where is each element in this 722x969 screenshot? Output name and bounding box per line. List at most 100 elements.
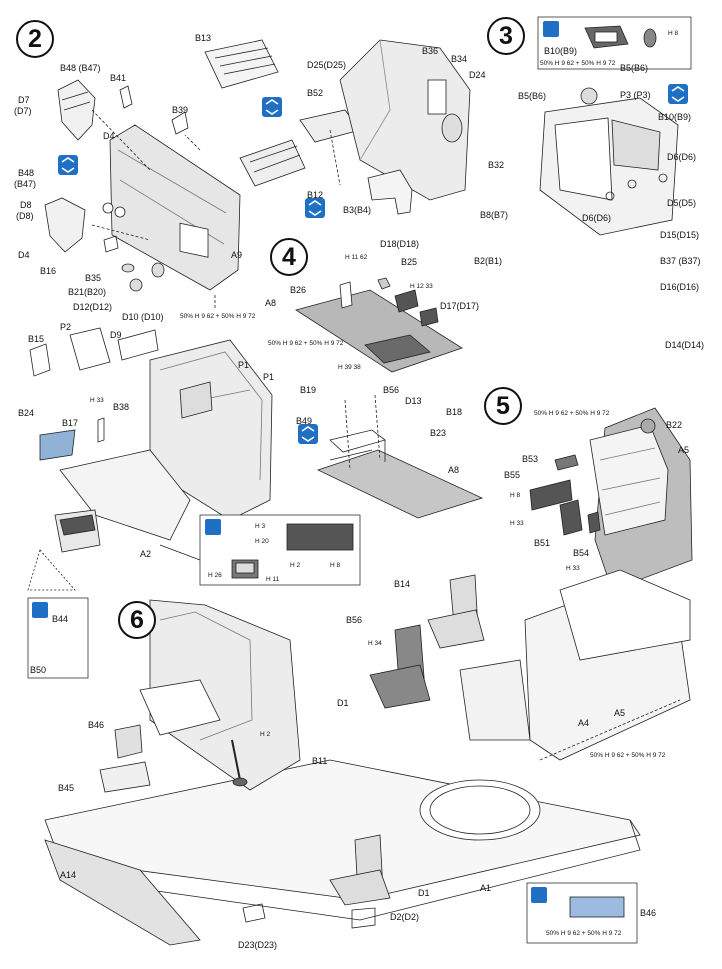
part-label: (B47) bbox=[14, 179, 37, 189]
part-label: D13 bbox=[405, 396, 422, 406]
part-label: A14 bbox=[60, 870, 77, 880]
part-label: B21(B20) bbox=[68, 287, 107, 297]
part-label: D8 bbox=[20, 200, 32, 210]
step-2-lower-drawing bbox=[27, 327, 273, 591]
step-number-4: 4 bbox=[270, 238, 308, 276]
paint-callout: H 33 bbox=[566, 565, 580, 572]
paint-mix-callout: 50% H 9 62 + 50% H 9 72 bbox=[540, 60, 616, 67]
part-label: D4 bbox=[103, 131, 115, 141]
part-label: B3(B4) bbox=[343, 205, 372, 215]
part-label: B22 bbox=[666, 420, 683, 430]
part-label: B19 bbox=[300, 385, 317, 395]
tip-boxes bbox=[27, 597, 638, 944]
rotate-icons bbox=[58, 84, 688, 444]
step-number-5: 5 bbox=[484, 387, 522, 425]
paint-callout: H 11 bbox=[266, 576, 280, 583]
part-label: B14 bbox=[394, 579, 411, 589]
part-label: D4 bbox=[18, 250, 30, 260]
part-label: B34 bbox=[451, 54, 468, 64]
step-number-3: 3 bbox=[487, 17, 525, 55]
part-label: (D7) bbox=[14, 106, 32, 116]
part-label: A5 bbox=[614, 708, 626, 718]
part-label: B17 bbox=[62, 418, 79, 428]
part-label: P3 (P3) bbox=[620, 90, 651, 100]
paint-callout: H 12 33 bbox=[410, 283, 433, 290]
part-label: D2(D2) bbox=[390, 912, 420, 922]
part-label: B24 bbox=[18, 408, 35, 418]
part-label: B18 bbox=[446, 407, 463, 417]
part-label: B56 bbox=[346, 615, 363, 625]
paint-mix-callout: 50% H 9 62 + 50% H 9 72 bbox=[180, 313, 256, 320]
part-label: D24 bbox=[469, 70, 486, 80]
part-label: B38 bbox=[113, 402, 130, 412]
part-label: P2 bbox=[60, 322, 72, 332]
part-label: B11 bbox=[312, 756, 328, 766]
part-label: B5(B6) bbox=[620, 63, 649, 73]
part-label: D6(D6) bbox=[667, 152, 697, 162]
paint-callout: H 34 bbox=[368, 640, 382, 647]
step-3-drawing bbox=[537, 16, 692, 236]
part-label: A8 bbox=[448, 465, 460, 475]
paint-mix-callout: 50% H 9 62 + 50% H 9 72 bbox=[546, 930, 622, 937]
part-label: A2 bbox=[140, 549, 152, 559]
paint-callout: H 8 bbox=[510, 492, 521, 499]
step-2-center bbox=[239, 39, 471, 215]
paint-callout: H 11 62 bbox=[345, 254, 368, 261]
part-label: B15 bbox=[28, 334, 45, 344]
step-4-drawing bbox=[295, 277, 484, 519]
part-label: D14(D14) bbox=[665, 340, 705, 350]
paint-callout: H 3 bbox=[255, 523, 266, 530]
part-label: B25 bbox=[401, 257, 418, 267]
part-label: B56 bbox=[383, 385, 400, 395]
part-label: D7 bbox=[18, 95, 30, 105]
paint-callout: H 2 bbox=[290, 562, 301, 569]
part-label: D17(D17) bbox=[440, 301, 480, 311]
paint-brush-icon bbox=[531, 887, 547, 903]
paint-mix-callout: 50% H 9 62 + 50% H 9 72 bbox=[590, 752, 666, 759]
paint-callout: H 26 bbox=[208, 572, 222, 579]
part-label: D25(D25) bbox=[307, 60, 347, 70]
part-label: B37 (B37) bbox=[660, 256, 701, 266]
part-label: B45 bbox=[58, 783, 75, 793]
part-label: B46 bbox=[88, 720, 105, 730]
paint-callout: H 8 bbox=[330, 562, 341, 569]
part-label: B54 bbox=[573, 548, 590, 558]
part-label: B51 bbox=[534, 538, 551, 548]
part-label: D23(D23) bbox=[238, 940, 278, 950]
part-label: B46 bbox=[640, 908, 657, 918]
part-label: B13 bbox=[195, 33, 212, 43]
step-2-drawing bbox=[44, 39, 279, 310]
part-label: B53 bbox=[522, 454, 539, 464]
part-label: B39 bbox=[172, 105, 189, 115]
paint-callout: H 2 bbox=[260, 731, 271, 738]
paint-mix-callout: 50% H 9 62 + 50% H 9 72 bbox=[534, 410, 610, 417]
part-label: P1 bbox=[238, 360, 250, 370]
part-label: D1 bbox=[418, 888, 430, 898]
part-label: B49 bbox=[296, 416, 313, 426]
part-label: B12 bbox=[307, 190, 324, 200]
part-label: D16(D16) bbox=[660, 282, 700, 292]
rotate-arrows bbox=[61, 86, 685, 442]
part-label: B50 bbox=[30, 665, 47, 675]
part-label: D18(D18) bbox=[380, 239, 420, 249]
part-label: B44 bbox=[52, 614, 69, 624]
part-label: B26 bbox=[290, 285, 307, 295]
part-label: D5(D5) bbox=[667, 198, 697, 208]
paint-callout: H 8 bbox=[668, 30, 679, 37]
a2-detail bbox=[159, 514, 361, 586]
part-label: B23 bbox=[430, 428, 447, 438]
paint-brush-icon bbox=[205, 519, 221, 535]
part-label: D12(D12) bbox=[73, 302, 113, 312]
part-label: B16 bbox=[40, 266, 57, 276]
part-label: P1 bbox=[263, 372, 275, 382]
part-label: A4 bbox=[578, 718, 590, 728]
paint-brush-icon bbox=[543, 21, 559, 37]
step-number-2: 2 bbox=[16, 20, 54, 58]
part-label: B10(B9) bbox=[658, 112, 692, 122]
part-label: B52 bbox=[307, 88, 324, 98]
part-label: B48 bbox=[18, 168, 35, 178]
step-5-drawing bbox=[529, 407, 693, 591]
paint-callout: H 20 bbox=[255, 538, 269, 545]
paint-callout: H 33 bbox=[510, 520, 524, 527]
part-label: A8 bbox=[265, 298, 277, 308]
